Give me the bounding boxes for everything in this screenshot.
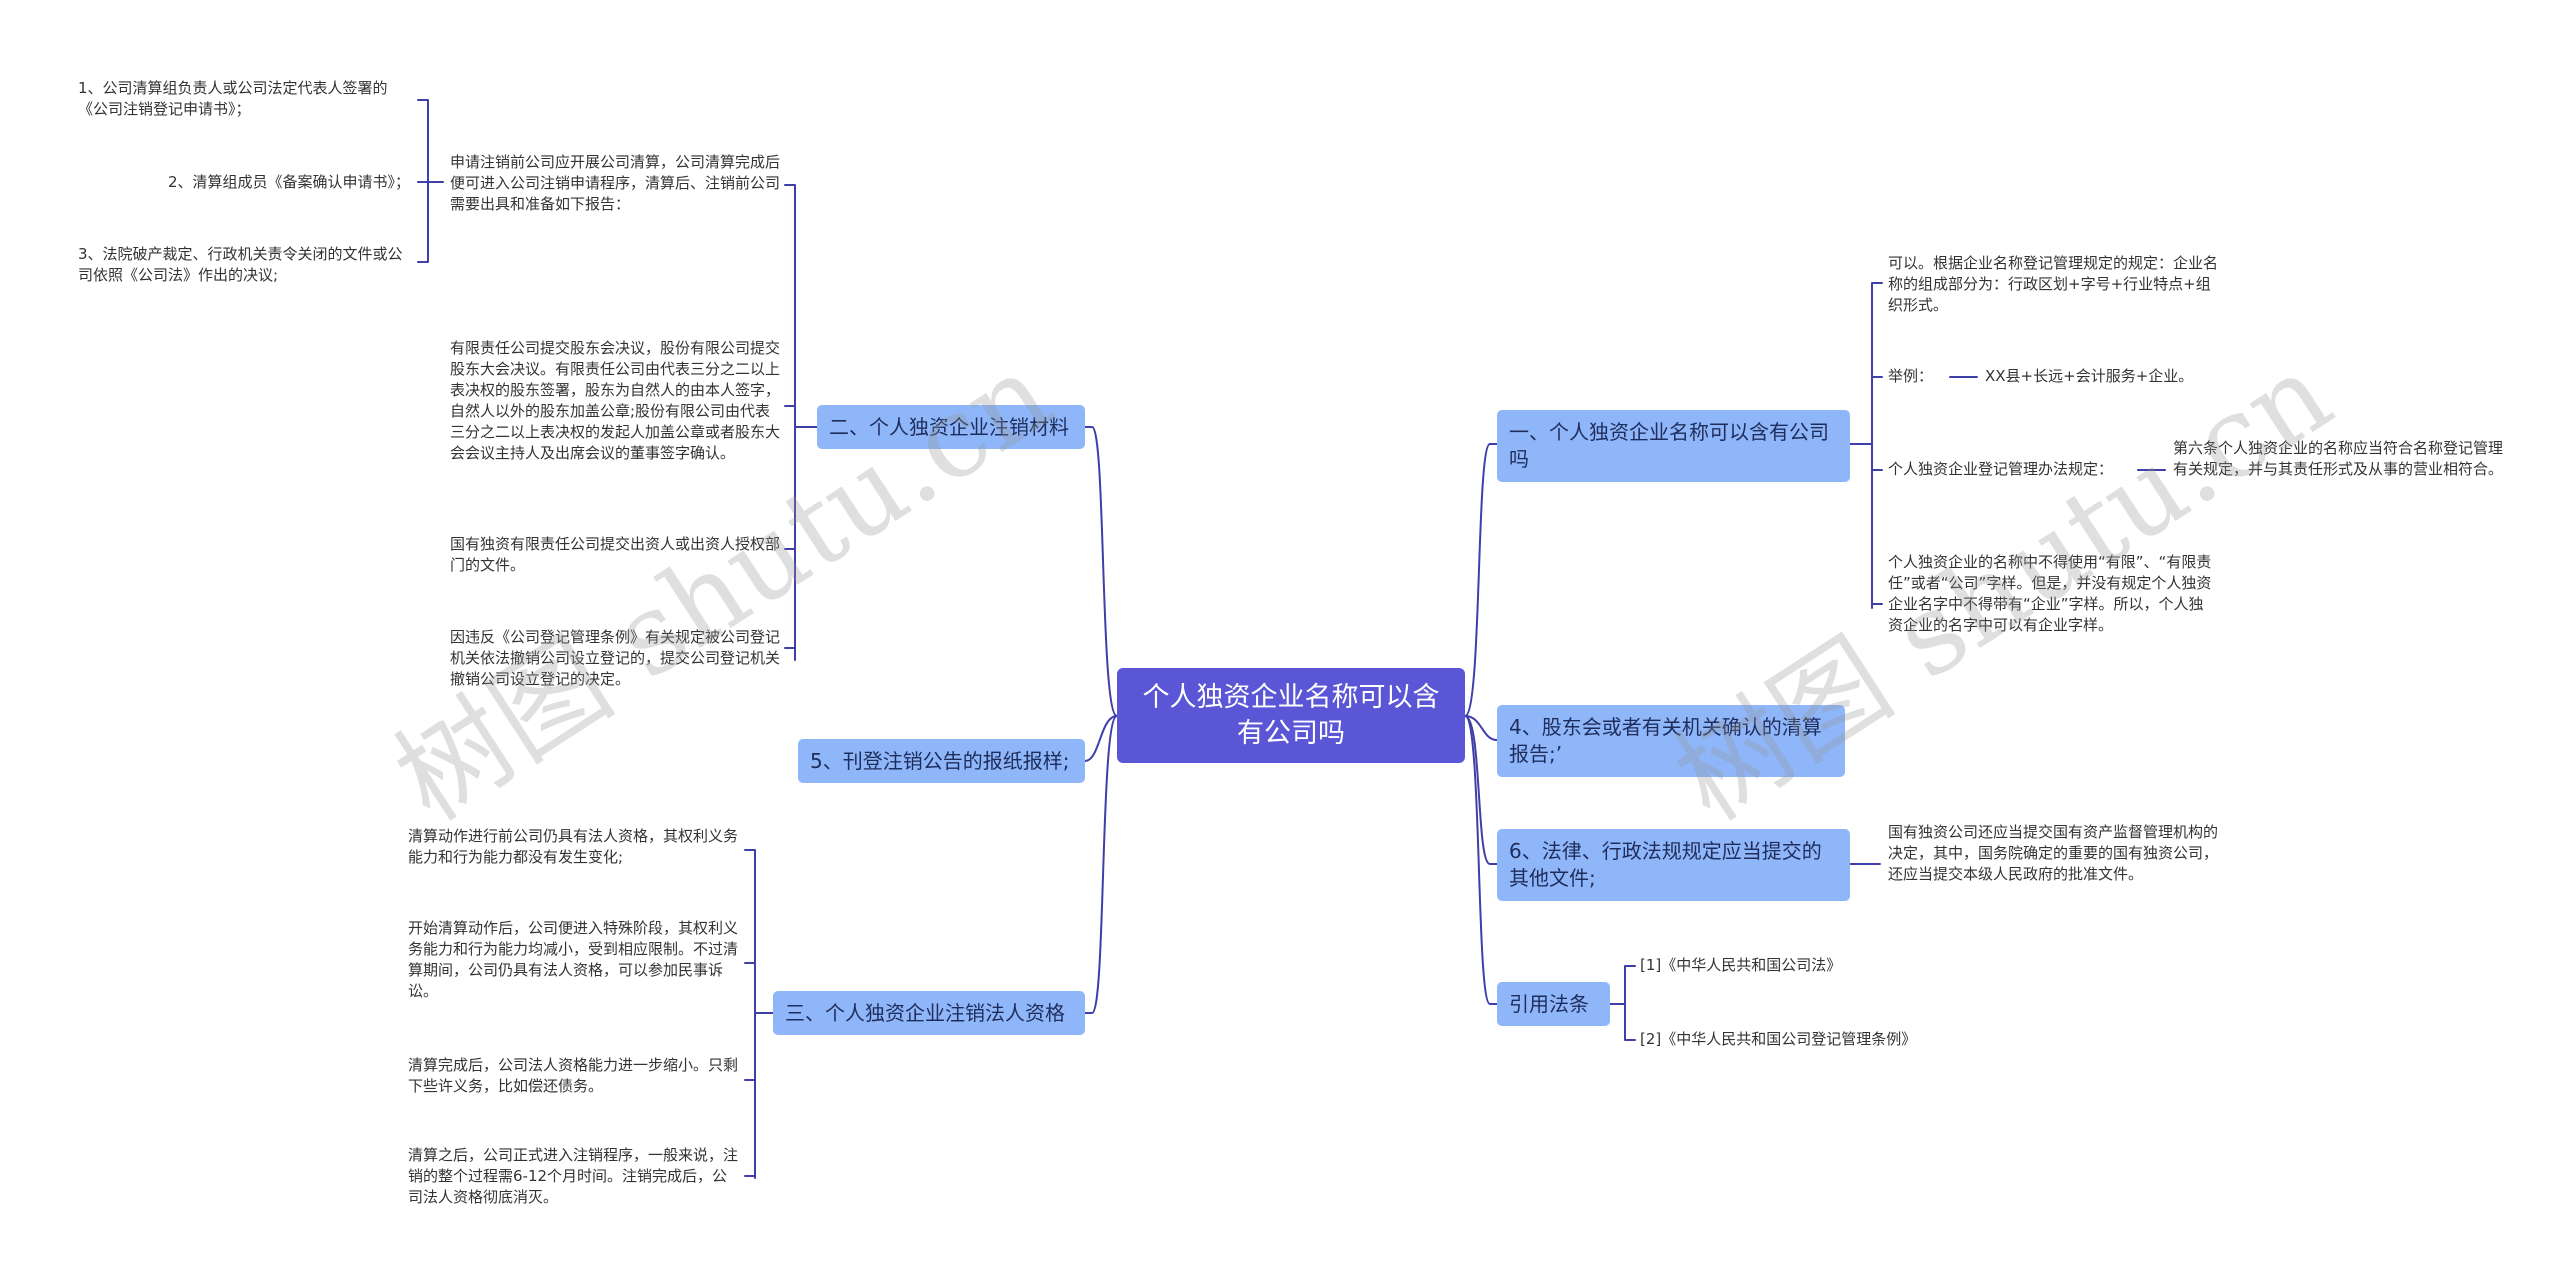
root-topic-label: 个人独资企业名称可以含有公司吗 (1142, 681, 1440, 749)
leaf-company-law[interactable]: [1]《中华人民共和国公司法》 (1640, 955, 1970, 976)
leaf-text: 2、清算组成员《备案确认申请书》； (167, 173, 410, 191)
leaf-shareholder-resolution[interactable]: 有限责任公司提交股东会决议，股份有限公司提交股东大会决议。有限责任公司由代表三分… (450, 338, 780, 464)
branch-cited-laws[interactable]: 引用法条 (1497, 982, 1610, 1026)
leaf-before-liquidation[interactable]: 清算动作进行前公司仍具有法人资格，其权利义务能力和行为能力都没有发生变化; (408, 826, 738, 868)
leaf-revocation-decision[interactable]: 因违反《公司登记管理条例》有关规定被公司登记机关依法撤销公司设立登记的，提交公司… (450, 627, 780, 690)
leaf-registration-regulation[interactable]: [2]《中华人民共和国公司登记管理条例》 (1640, 1029, 1980, 1050)
link-root-b6 (1464, 715, 1498, 865)
leaf-text: 清算完成后，公司法人资格能力进一步缩小。只剩下些许义务，比如偿还债务。 (408, 1056, 739, 1095)
leaf-text: 举例： (1888, 367, 1934, 385)
leaf-text: 国有独资有限责任公司提交出资人或出资人授权部门的文件。 (450, 535, 781, 574)
leaf-text: 1、公司清算组负责人或公司法定代表人签署的《公司注销登记申请书》； (78, 79, 388, 118)
branch-label: 6、法律、行政法规规定应当提交的其他文件; (1509, 839, 1822, 890)
bracket-intro (417, 99, 444, 263)
leaf-text: [1]《中华人民共和国公司法》 (1640, 956, 1842, 974)
branch-cancellation-materials[interactable]: 二、个人独资企业注销材料 (817, 405, 1085, 449)
leaf-intro[interactable]: 申请注销前公司应开展公司清算，公司清算完成后便可进入公司注销申请程序，清算后、注… (450, 152, 785, 215)
leaf-text: 国有独资公司还应当提交国有资产监督管理机构的决定，其中，国务院确定的重要的国有独… (1888, 823, 2219, 883)
branch-label: 引用法条 (1509, 991, 1589, 1016)
branch-other-documents[interactable]: 6、法律、行政法规规定应当提交的其他文件; (1497, 829, 1850, 901)
branch-label: 5、刊登注销公告的报纸报样; (810, 748, 1070, 773)
link-root-ref (1464, 715, 1498, 1005)
link-root-b2 (1084, 426, 1118, 717)
link-root-b4 (1464, 715, 1498, 741)
leaf-text: 3、法院破产裁定、行政机关责令关闭的文件或公司依照《公司法》作出的决议; (78, 245, 403, 284)
leaf-regulation-label[interactable]: 个人独资企业登记管理办法规定： (1888, 459, 2148, 480)
bracket-b2 (784, 184, 818, 661)
leaf-text: 因违反《公司登记管理条例》有关规定被公司登记机关依法撤销公司设立登记的，提交公司… (450, 628, 781, 688)
leaf-text: 开始清算动作后，公司便进入特殊阶段，其权利义务能力和行为能力均减小，受到相应限制… (408, 919, 739, 1000)
leaf-state-owned-approval[interactable]: 国有独资公司还应当提交国有资产监督管理机构的决定，其中，国务院确定的重要的国有独… (1888, 822, 2218, 885)
leaf-report-1[interactable]: 1、公司清算组负责人或公司法定代表人签署的《公司注销登记申请书》； (78, 78, 400, 120)
leaf-state-owned-docs[interactable]: 国有独资有限责任公司提交出资人或出资人授权部门的文件。 (450, 534, 780, 576)
leaf-after-liquidation[interactable]: 清算完成后，公司法人资格能力进一步缩小。只剩下些许义务，比如偿还债务。 (408, 1055, 738, 1097)
leaf-text: 个人独资企业的名称中不得使用“有限”、“有限责任”或者“公司”字样。但是，并没有… (1888, 553, 2212, 634)
link-root-b1 (1464, 443, 1498, 717)
branch-label: 一、个人独资企业名称可以含有公司吗 (1509, 420, 1829, 471)
leaf-cancellation-process[interactable]: 清算之后，公司正式进入注销程序，一般来说，注销的整个过程需6-12个月时间。注销… (408, 1145, 738, 1208)
bracket-b1 (1849, 282, 1883, 609)
leaf-text: XX县+长远+会计服务+企业。 (1985, 367, 2194, 385)
branch-liquidation-report[interactable]: 4、股东会或者有关机关确认的清算报告;’ (1497, 705, 1845, 777)
leaf-during-liquidation[interactable]: 开始清算动作后，公司便进入特殊阶段，其权利义务能力和行为能力均减小，受到相应限制… (408, 918, 738, 1002)
leaf-example-label[interactable]: 举例： (1888, 366, 1958, 387)
leaf-report-3[interactable]: 3、法院破产裁定、行政机关责令关闭的文件或公司依照《公司法》作出的决议; (78, 244, 408, 286)
link-root-b5 (1084, 715, 1118, 762)
leaf-text: 申请注销前公司应开展公司清算，公司清算完成后便可进入公司注销申请程序，清算后、注… (450, 153, 781, 213)
leaf-text: 清算之后，公司正式进入注销程序，一般来说，注销的整个过程需6-12个月时间。注销… (408, 1146, 739, 1206)
bracket-b3 (744, 849, 774, 1179)
branch-name-contains-company[interactable]: 一、个人独资企业名称可以含有公司吗 (1497, 410, 1850, 482)
leaf-text: 第六条个人独资企业的名称应当符合名称登记管理有关规定，并与其责任形式及从事的营业… (2173, 439, 2504, 478)
bracket-ref (1609, 965, 1636, 1041)
leaf-text: 个人独资企业登记管理办法规定： (1888, 460, 2114, 478)
leaf-example-value[interactable]: XX县+长远+会计服务+企业。 (1985, 366, 2225, 387)
leaf-text: 清算动作进行前公司仍具有法人资格，其权利义务能力和行为能力都没有发生变化; (408, 827, 739, 866)
branch-legal-person-status[interactable]: 三、个人独资企业注销法人资格 (773, 991, 1085, 1035)
leaf-article-six[interactable]: 第六条个人独资企业的名称应当符合名称登记管理有关规定，并与其责任形式及从事的营业… (2173, 438, 2503, 480)
branch-newspaper-sample[interactable]: 5、刊登注销公告的报纸报样; (798, 739, 1085, 783)
leaf-report-2[interactable]: 2、清算组成员《备案确认申请书》； (78, 172, 410, 193)
leaf-text: [2]《中华人民共和国公司登记管理条例》 (1640, 1030, 1917, 1048)
branch-label: 三、个人独资企业注销法人资格 (785, 1000, 1065, 1025)
leaf-text: 有限责任公司提交股东会决议，股份有限公司提交股东大会决议。有限责任公司由代表三分… (450, 339, 781, 462)
branch-label: 4、股东会或者有关机关确认的清算报告;’ (1509, 715, 1822, 766)
leaf-name-restriction[interactable]: 个人独资企业的名称中不得使用“有限”、“有限责任”或者“公司”字样。但是，并没有… (1888, 552, 2218, 636)
leaf-text: 可以。根据企业名称登记管理规定的规定：企业名称的组成部分为：行政区划+字号+行业… (1888, 254, 2219, 314)
link-root-b3 (1084, 715, 1118, 1014)
branch-label: 二、个人独资企业注销材料 (829, 414, 1069, 439)
leaf-name-composition[interactable]: 可以。根据企业名称登记管理规定的规定：企业名称的组成部分为：行政区划+字号+行业… (1888, 253, 2218, 316)
root-topic[interactable]: 个人独资企业名称可以含有公司吗 (1117, 668, 1465, 763)
